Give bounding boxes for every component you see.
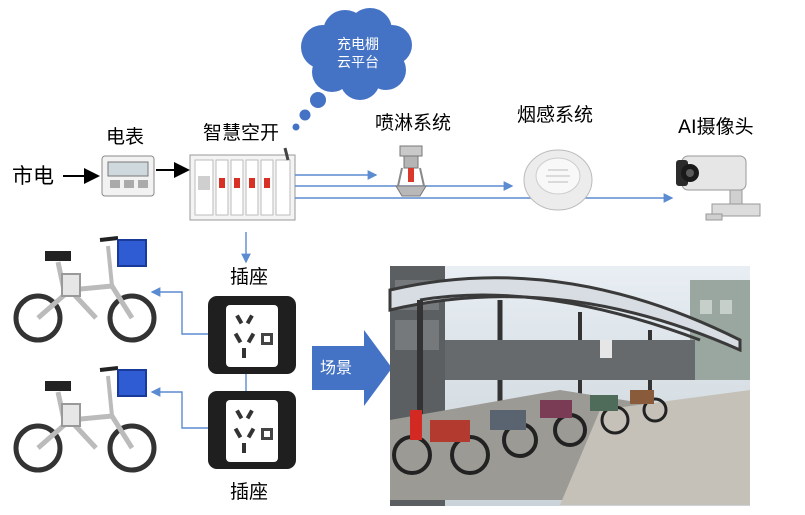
e-bike-top-icon: [13, 236, 157, 343]
scene-arrow: [312, 330, 392, 406]
ai-camera-icon: [676, 155, 761, 221]
socket-top-label: 插座: [230, 266, 269, 288]
socket-bottom-label: 插座: [230, 481, 269, 503]
e-bike-bottom-icon: [13, 366, 157, 473]
socket-bottom-icon: [208, 391, 296, 469]
smoke-detector-icon: [523, 149, 593, 211]
mains-label: 市电: [12, 164, 54, 188]
sprinkler-icon: [395, 145, 427, 197]
smart-breaker-icon: [189, 147, 296, 221]
scene-label: 场景: [320, 358, 353, 377]
cloud-platform-line1: 充电棚: [337, 37, 379, 53]
camera-label: AI摄像头: [678, 116, 754, 138]
meter-label: 电表: [106, 126, 145, 148]
smoke-label: 烟感系统: [517, 104, 594, 126]
socket-bottom-to-bike-line: [150, 387, 208, 429]
socket-top-to-bike-line: [150, 287, 208, 335]
cloud-platform-line2: 云平台: [337, 55, 379, 71]
sprinkler-label: 喷淋系统: [375, 112, 452, 134]
smart-breaker-label: 智慧空开: [203, 122, 280, 144]
socket-top-icon: [208, 296, 296, 374]
electric-meter-icon: [101, 155, 155, 197]
cloud-platform-icon: [292, 8, 412, 131]
scene-photo: [388, 266, 750, 506]
